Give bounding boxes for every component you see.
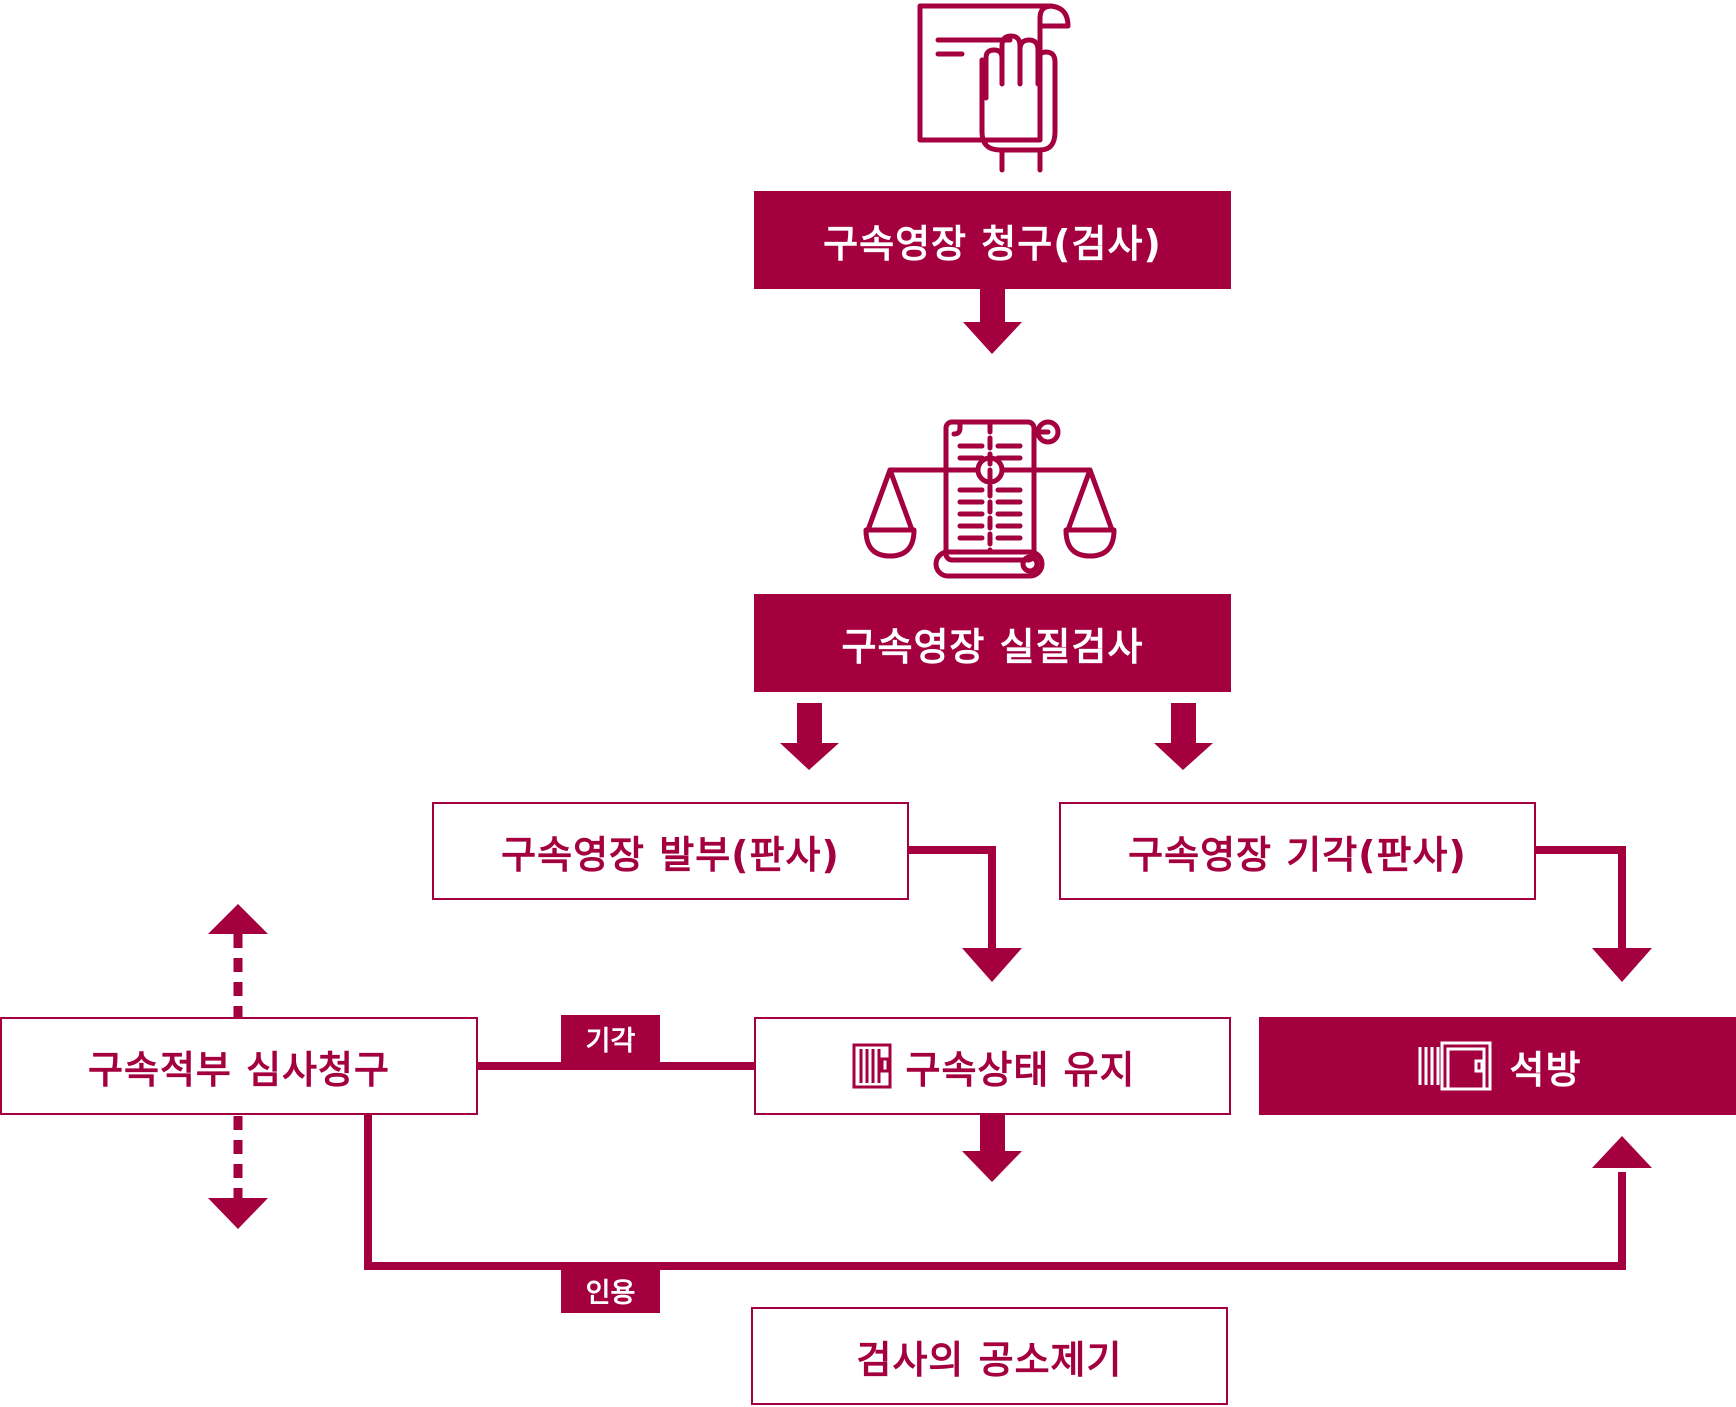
node-detention-maintained-label: 구속상태 유지 bbox=[905, 1047, 1136, 1092]
node-warrant-issue: 구속영장 발부(판사) bbox=[432, 802, 909, 900]
dotted-bidirectional-arrow bbox=[208, 904, 268, 1229]
arrow-review-to-issue bbox=[780, 703, 839, 770]
node-indictment: 검사의 공소제기 bbox=[751, 1307, 1228, 1405]
connector-issue-to-detention bbox=[909, 846, 1022, 982]
arrow-detention-to-indictment bbox=[962, 1113, 1022, 1182]
node-warrant-review-label: 구속영장 실질검사 bbox=[841, 624, 1144, 669]
node-warrant-issue-label: 구속영장 발부(판사) bbox=[501, 832, 840, 877]
node-warrant-review: 구속영장 실질검사 bbox=[754, 594, 1231, 692]
arrow-review-to-dismiss bbox=[1154, 703, 1213, 770]
prison-cell-icon bbox=[852, 1043, 891, 1089]
node-detention-maintained: 구속상태 유지 bbox=[754, 1017, 1231, 1115]
tag-dismissed: 기각 bbox=[561, 1015, 660, 1062]
node-release-label: 석방 bbox=[1509, 1047, 1582, 1092]
scales-of-justice-scroll-icon bbox=[863, 419, 1117, 579]
node-release: 석방 bbox=[1259, 1017, 1736, 1115]
tag-dismissed-label: 기각 bbox=[585, 1026, 636, 1057]
arrow-request-to-review bbox=[963, 289, 1022, 354]
connector-dismiss-to-release bbox=[1535, 846, 1652, 982]
connector-review-to-release bbox=[364, 1114, 1652, 1270]
node-warrant-request: 구속영장 청구(검사) bbox=[754, 191, 1231, 289]
node-warrant-dismiss: 구속영장 기각(판사) bbox=[1059, 802, 1536, 900]
node-warrant-request-label: 구속영장 청구(검사) bbox=[823, 221, 1162, 266]
open-cell-door-icon bbox=[1418, 1041, 1492, 1091]
node-review-request: 구속적부 심사청구 bbox=[0, 1017, 478, 1115]
oath-document-hand-icon bbox=[917, 3, 1071, 173]
node-warrant-dismiss-label: 구속영장 기각(판사) bbox=[1128, 832, 1467, 877]
node-indictment-label: 검사의 공소제기 bbox=[856, 1337, 1123, 1382]
tag-accepted-label: 인용 bbox=[585, 1278, 636, 1309]
node-review-request-label: 구속적부 심사청구 bbox=[88, 1047, 390, 1092]
tag-accepted: 인용 bbox=[561, 1268, 660, 1313]
